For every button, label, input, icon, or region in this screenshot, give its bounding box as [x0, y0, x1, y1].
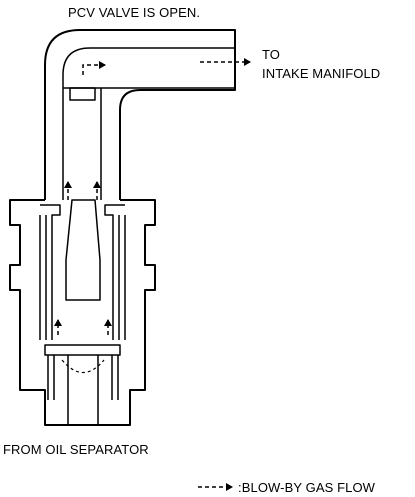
valve-body: [9, 29, 236, 426]
inlet-tube: [67, 355, 99, 425]
elbow-inner-wall: [62, 47, 235, 200]
outlet-label-line2: INTAKE MANIFOLD: [262, 66, 381, 81]
elbow-pipe-outer: [44, 29, 236, 200]
housing-left-shoulder: [9, 199, 156, 426]
valve-seat-right: [104, 204, 125, 340]
flow-arrow-elbow: [82, 61, 106, 75]
spring-plate: [44, 344, 121, 356]
blow-by-flow-arrows: [54, 58, 251, 335]
valve-plunger: [65, 199, 101, 301]
valve-seat-left: [40, 204, 61, 340]
diagram-title: PCV VALVE IS OPEN.: [68, 5, 201, 20]
outlet-label-line1: TO: [262, 47, 281, 62]
stem-collar: [69, 87, 96, 101]
inlet-label: FROM OIL SEPARATOR: [3, 442, 149, 457]
legend-text: :BLOW-BY GAS FLOW: [238, 480, 376, 495]
